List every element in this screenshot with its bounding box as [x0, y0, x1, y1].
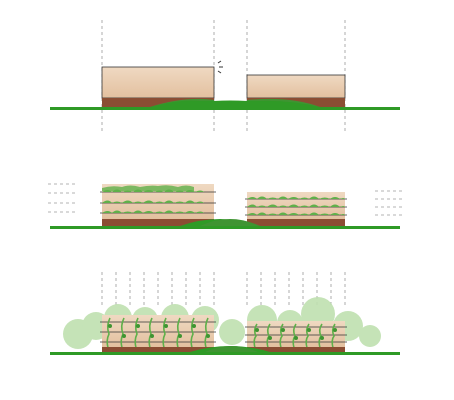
climbing-plant-leaves [108, 324, 337, 340]
level-lines [48, 183, 405, 216]
soil-base-left [102, 98, 214, 107]
ground-mound [205, 346, 258, 352]
soil-base-left [102, 347, 214, 353]
stage-1 [50, 20, 400, 132]
building-module-left [101, 66, 215, 99]
stage-3 [50, 272, 400, 355]
ground-line [50, 100, 400, 110]
sun-glint-icon [217, 60, 223, 74]
ground-mound [200, 219, 260, 226]
soil-base-left [102, 219, 214, 227]
stage-2 [48, 183, 405, 229]
building-module-right [246, 74, 346, 99]
soil-base-right [247, 347, 345, 353]
soil-base-right [247, 219, 345, 227]
planter-lines [100, 321, 347, 343]
climbing-plants [106, 317, 336, 349]
planted-vegetation [102, 185, 345, 215]
